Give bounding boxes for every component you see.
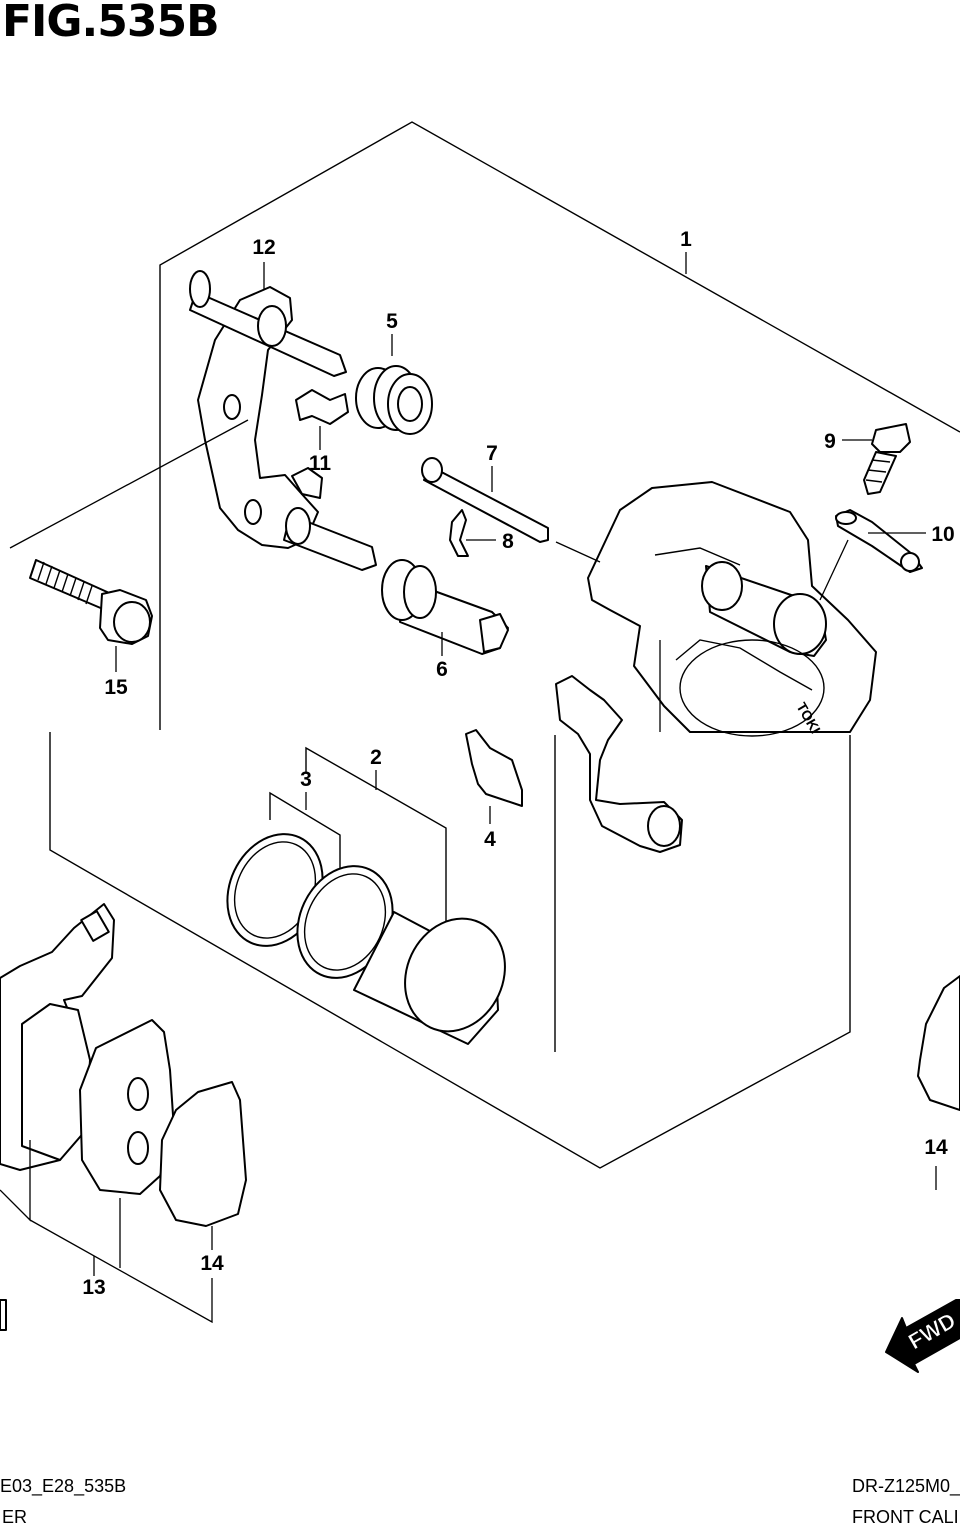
ref-code-right: DR-Z125M0_ (852, 1476, 960, 1496)
callouts: 1 2 3 4 5 6 7 8 9 10 11 12 13 14 14 15 (82, 228, 954, 1299)
callout-9: 9 (824, 430, 836, 453)
callout-14b: 14 (924, 1136, 948, 1159)
pad-clip (291, 389, 349, 499)
callout-10: 10 (931, 523, 954, 546)
callout-3: 3 (300, 768, 312, 791)
callout-15: 15 (104, 676, 128, 699)
bleeder-cap (835, 509, 923, 573)
callout-13: 13 (82, 1276, 105, 1299)
ref-code-left: E03_E28_535B (0, 1476, 127, 1496)
leader-lines (0, 252, 937, 1324)
assembly-outline (49, 121, 960, 1169)
brake-pads (0, 903, 247, 1331)
clip-8 (449, 509, 469, 557)
pin-7 (421, 457, 549, 543)
callout-5: 5 (386, 310, 398, 333)
piston (353, 911, 506, 1045)
fwd-arrow-icon: FWD (885, 1299, 960, 1373)
bleeder-valve (863, 423, 911, 495)
callout-11: 11 (309, 452, 332, 475)
brake-pad-right (917, 975, 960, 1111)
callout-8: 8 (502, 530, 514, 553)
spring-plate (465, 729, 523, 807)
boot-large (355, 365, 433, 435)
callout-7: 7 (486, 442, 498, 465)
callout-12: 12 (252, 236, 275, 259)
callout-14a: 14 (200, 1252, 224, 1275)
callout-1: 1 (680, 228, 692, 251)
caption-left: ER (2, 1507, 28, 1527)
caption-right: FRONT CALIP (852, 1507, 960, 1527)
callout-6: 6 (436, 658, 448, 681)
caliper-bracket (189, 270, 377, 571)
caliper-bracket-lower (555, 675, 683, 853)
caliper-body (587, 481, 877, 737)
figure-title: FIG.535B (2, 0, 220, 47)
callout-2: 2 (370, 746, 382, 769)
bolt-15 (29, 559, 153, 645)
sleeve-boot (381, 559, 509, 655)
callout-4: 4 (484, 828, 496, 851)
piston-seals (226, 833, 394, 979)
